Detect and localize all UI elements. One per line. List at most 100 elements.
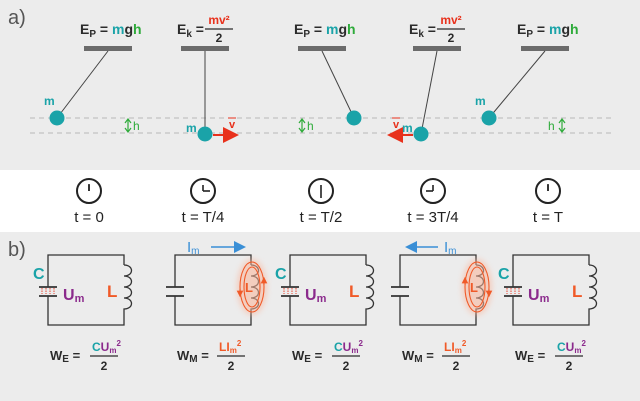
energy-head: WM = <box>402 348 434 365</box>
time-label: t = 0 <box>74 209 104 226</box>
energy-num-a: C <box>92 340 101 354</box>
energy-num-sub: m <box>109 346 116 355</box>
inductor-label: L <box>349 282 359 301</box>
formula-head: E <box>177 21 186 37</box>
energy-num-sup: 2 <box>116 339 121 348</box>
energy-letter: W <box>402 348 415 363</box>
magnetic-glow <box>462 259 492 315</box>
energy-letter: W <box>177 348 190 363</box>
circuit-wire-bottom <box>399 296 477 326</box>
mass-label: m <box>186 121 197 135</box>
pendulum-frame: EP = mgh h <box>294 21 362 133</box>
height-marker: h <box>124 118 140 133</box>
energy-eq: = <box>69 348 81 363</box>
pendulum-string <box>321 50 355 119</box>
inductor-label: L <box>470 280 478 295</box>
inductor-label: L <box>107 282 117 301</box>
inductor-label: L <box>572 282 582 301</box>
energy-num-sub: m <box>351 346 358 355</box>
formula-numerator: mv² <box>208 13 229 27</box>
height-arrow-down <box>298 127 306 133</box>
energy-num-sub: m <box>230 346 237 355</box>
pendulum-bob <box>481 110 497 126</box>
pendulum-support <box>521 46 569 51</box>
energy-numerator: CUm2 <box>92 339 121 355</box>
pendulum-support <box>181 46 229 51</box>
energy-eq: = <box>311 348 323 363</box>
formula-m: m <box>112 21 124 37</box>
height-arrow-up <box>298 118 306 124</box>
circuit-wire-top <box>289 254 367 287</box>
energy-sub: M <box>189 354 197 365</box>
voltage-sub: m <box>317 293 327 305</box>
voltage-sub: m <box>540 293 550 305</box>
height-marker: h <box>548 118 566 133</box>
energy-num-a: L <box>444 340 451 354</box>
formula-eq: = <box>96 21 112 37</box>
energy-denominator: 2 <box>343 359 350 373</box>
formula-sub: k <box>418 29 424 40</box>
formula-eq: = <box>424 21 436 37</box>
energy-num-b: U <box>101 340 110 354</box>
formula-sub: P <box>526 29 533 40</box>
inductor-label: L <box>245 280 253 295</box>
capacitor-label: C <box>33 266 45 283</box>
energy-eq: = <box>198 348 210 363</box>
formula-head: E <box>517 21 526 37</box>
height-arrow-down <box>124 127 132 133</box>
voltage-label: Um <box>305 287 327 305</box>
energy-sub: M <box>414 354 422 365</box>
circuit-wire-bottom <box>174 296 252 326</box>
energy-head: WE = <box>292 348 323 365</box>
energy-formula: EP = mgh <box>517 21 579 40</box>
height-arrow-down <box>558 127 566 133</box>
energy-formula: EP = mgh <box>294 21 356 40</box>
energy-num-sub: m <box>574 346 581 355</box>
pendulum-string <box>56 50 109 119</box>
formula-denominator: 2 <box>448 31 455 45</box>
velocity-label: v <box>393 119 400 131</box>
formula-m: m <box>326 21 338 37</box>
clock-group: t = 0 <box>74 178 104 226</box>
voltage-sub: m <box>75 293 85 305</box>
formula-h: h <box>133 21 142 37</box>
current-label: Im <box>444 239 457 257</box>
clock-group: t = T/2 <box>300 178 342 226</box>
formula-eq: = <box>310 21 326 37</box>
energy-formula: Ek = <box>177 21 204 40</box>
voltage-label: Um <box>528 287 550 305</box>
pendulum-support <box>84 46 132 51</box>
energy-num-b: U <box>343 340 352 354</box>
formula-h: h <box>570 21 579 37</box>
magnetic-field-loop <box>468 266 486 308</box>
formula-m: m <box>549 21 561 37</box>
energy-num-sup: 2 <box>358 339 363 348</box>
formula-denominator: 2 <box>216 31 223 45</box>
voltage-head: U <box>305 287 317 304</box>
energy-head: WM = <box>177 348 209 365</box>
inductor-coil <box>588 264 598 310</box>
pendulum-bob <box>346 110 362 126</box>
clock-group: t = 3T/4 <box>407 178 459 226</box>
clock-group: t = T/4 <box>182 178 224 226</box>
current-head: I <box>187 239 191 256</box>
height-marker: h <box>298 118 314 133</box>
pendulum-string <box>488 50 546 119</box>
energy-num-b: U <box>566 340 575 354</box>
circuit-wire-top <box>512 254 590 287</box>
energy-denominator: 2 <box>566 359 573 373</box>
energy-numerator: CUm2 <box>334 339 363 355</box>
capacitor-label: C <box>498 266 510 283</box>
energy-formula: Ek = <box>409 21 436 40</box>
formula-sub: P <box>303 29 310 40</box>
energy-sub: E <box>527 354 534 365</box>
formula-head: E <box>294 21 303 37</box>
energy-eq: = <box>423 348 435 363</box>
